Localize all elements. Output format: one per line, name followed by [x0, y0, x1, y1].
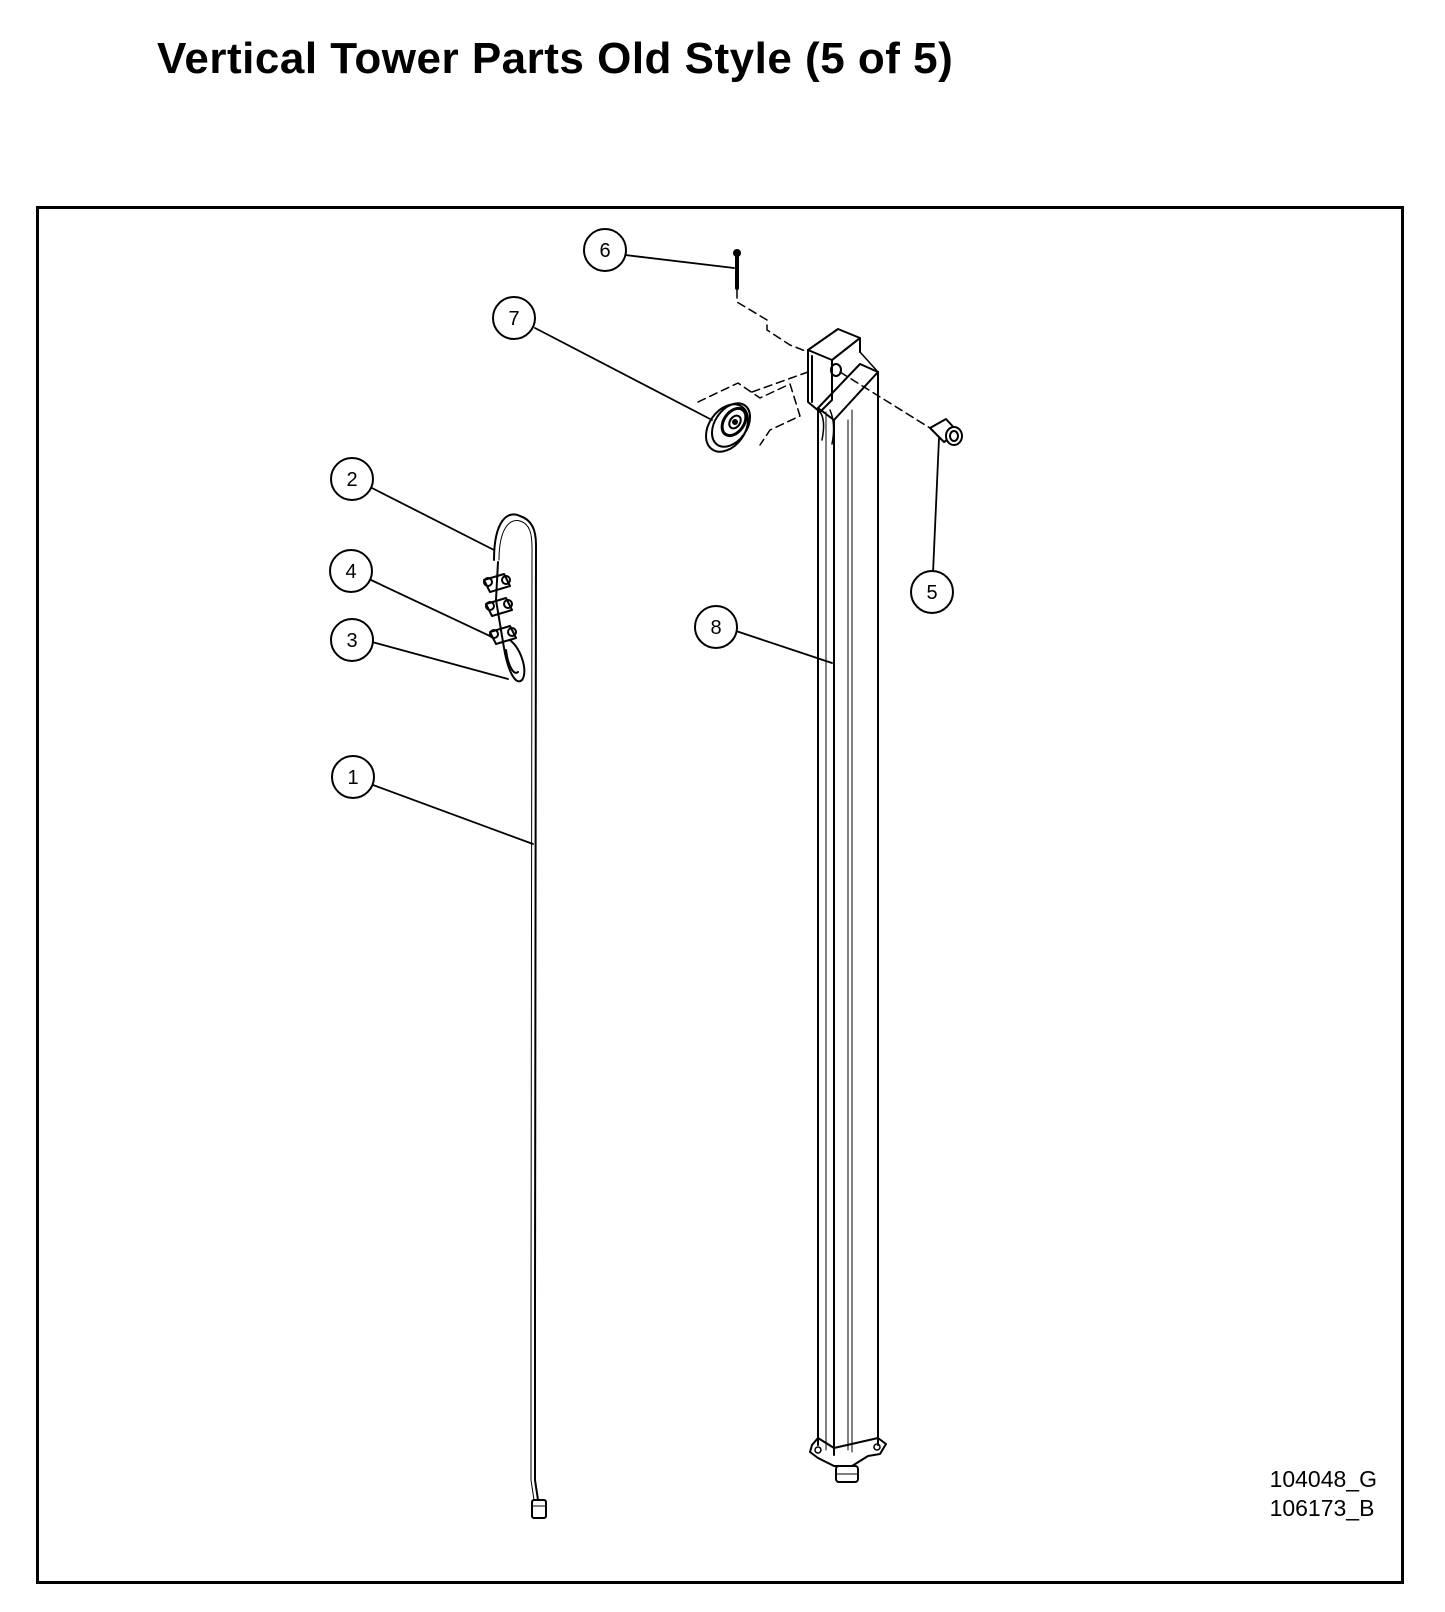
- diagram-frame: [36, 206, 1404, 1584]
- callout-5: 5: [910, 570, 954, 614]
- drawing-number: 106173_B: [1269, 1495, 1375, 1521]
- svg-text:8: 8: [710, 617, 721, 639]
- cable-assembly: [483, 513, 547, 1519]
- callout-2: 2: [330, 457, 374, 501]
- leader-lines: [370, 254, 940, 845]
- svg-text:7: 7: [508, 308, 519, 330]
- svg-text:3: 3: [346, 630, 357, 652]
- pulley-pin: [839, 371, 963, 446]
- callout-6: 6: [583, 228, 627, 272]
- callout-1: 1: [331, 755, 375, 799]
- tower-column: [809, 363, 887, 1483]
- svg-text:5: 5: [926, 582, 937, 604]
- callout-7: 7: [492, 296, 536, 340]
- svg-text:1: 1: [347, 767, 358, 789]
- callout-3: 3: [330, 618, 374, 662]
- pulley-wheel: [697, 371, 809, 453]
- drawing-numbers: 104048_G 106173_B: [1270, 1465, 1377, 1523]
- pulley-bracket: [807, 328, 879, 445]
- svg-text:2: 2: [346, 469, 357, 491]
- page-title: Vertical Tower Parts Old Style (5 of 5): [157, 34, 954, 83]
- svg-text:4: 4: [345, 561, 356, 583]
- drawing-number: 104048_G: [1269, 1466, 1377, 1492]
- cotter-pin: [733, 249, 809, 353]
- callout-4: 4: [329, 549, 373, 593]
- callout-8: 8: [694, 605, 738, 649]
- svg-text:6: 6: [599, 240, 610, 262]
